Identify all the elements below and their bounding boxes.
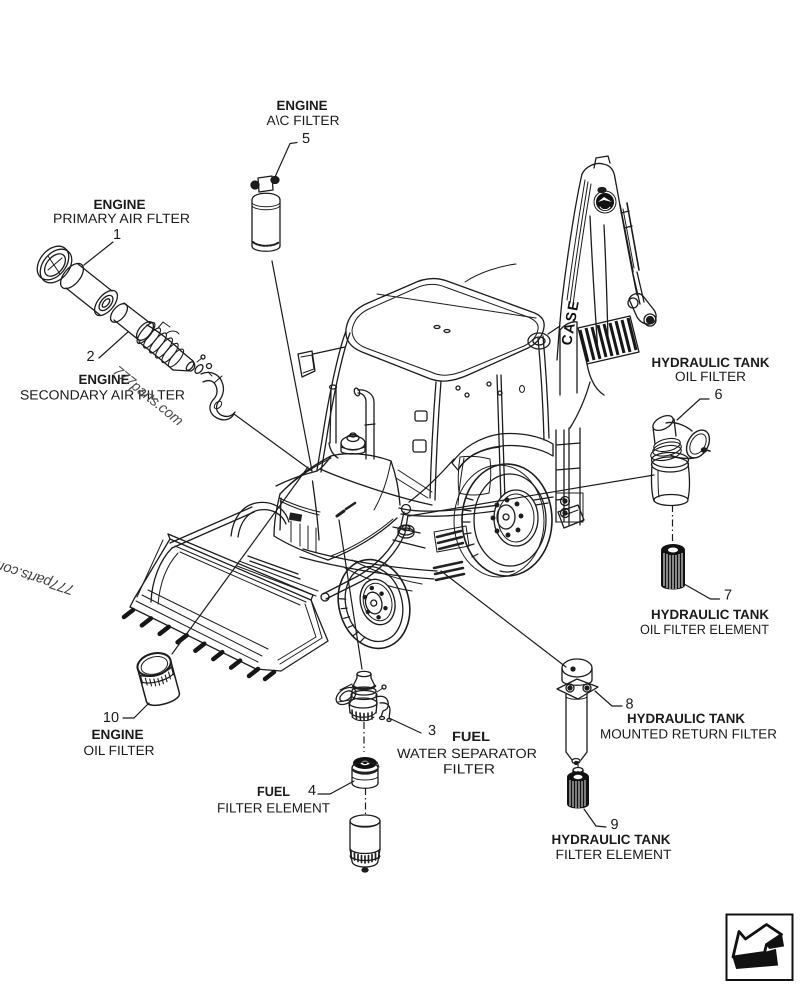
svg-text:6: 6 — [714, 387, 722, 403]
svg-text:ENGINE: ENGINE — [79, 372, 130, 387]
svg-text:FILTER ELEMENT: FILTER ELEMENT — [556, 847, 672, 862]
svg-text:FUEL: FUEL — [257, 784, 290, 799]
svg-text:7: 7 — [724, 588, 732, 604]
svg-text:5: 5 — [302, 131, 310, 147]
svg-text:CASE: CASE — [559, 298, 583, 346]
svg-text:A\C FILTER: A\C FILTER — [267, 113, 340, 128]
svg-text:10: 10 — [103, 710, 119, 726]
svg-text:WATER SEPARATOR: WATER SEPARATOR — [397, 746, 537, 761]
svg-text:OIL FILTER: OIL FILTER — [84, 743, 155, 758]
svg-text:HYDRAULIC TANK: HYDRAULIC TANK — [651, 607, 769, 622]
svg-text:OIL FILTER ELEMENT: OIL FILTER ELEMENT — [640, 622, 769, 637]
svg-text:8: 8 — [625, 697, 633, 713]
svg-text:FUEL: FUEL — [452, 729, 490, 744]
svg-text:PRIMARY AIR FLTER: PRIMARY AIR FLTER — [53, 211, 190, 226]
svg-text:HYDRAULIC TANK: HYDRAULIC TANK — [652, 355, 770, 370]
svg-text:ENGINE: ENGINE — [92, 727, 144, 742]
svg-text:4: 4 — [308, 783, 316, 799]
svg-text:3: 3 — [428, 723, 436, 739]
svg-text:ENGINE: ENGINE — [94, 197, 146, 212]
svg-text:HYDRAULIC TANK: HYDRAULIC TANK — [552, 832, 671, 847]
svg-text:9: 9 — [610, 817, 618, 833]
svg-text:OIL FILTER: OIL FILTER — [675, 369, 746, 384]
svg-text:2: 2 — [86, 349, 94, 365]
svg-text:MOUNTED RETURN FILTER: MOUNTED RETURN FILTER — [600, 727, 777, 742]
svg-text:ENGINE: ENGINE — [277, 98, 328, 113]
svg-text:1: 1 — [113, 227, 121, 243]
svg-text:FILTER ELEMENT: FILTER ELEMENT — [217, 801, 330, 816]
svg-text:HYDRAULIC TANK: HYDRAULIC TANK — [627, 711, 745, 726]
svg-text:FILTER: FILTER — [443, 762, 495, 777]
svg-text:SECONDARY AIR FILTER: SECONDARY AIR FILTER — [20, 388, 185, 403]
